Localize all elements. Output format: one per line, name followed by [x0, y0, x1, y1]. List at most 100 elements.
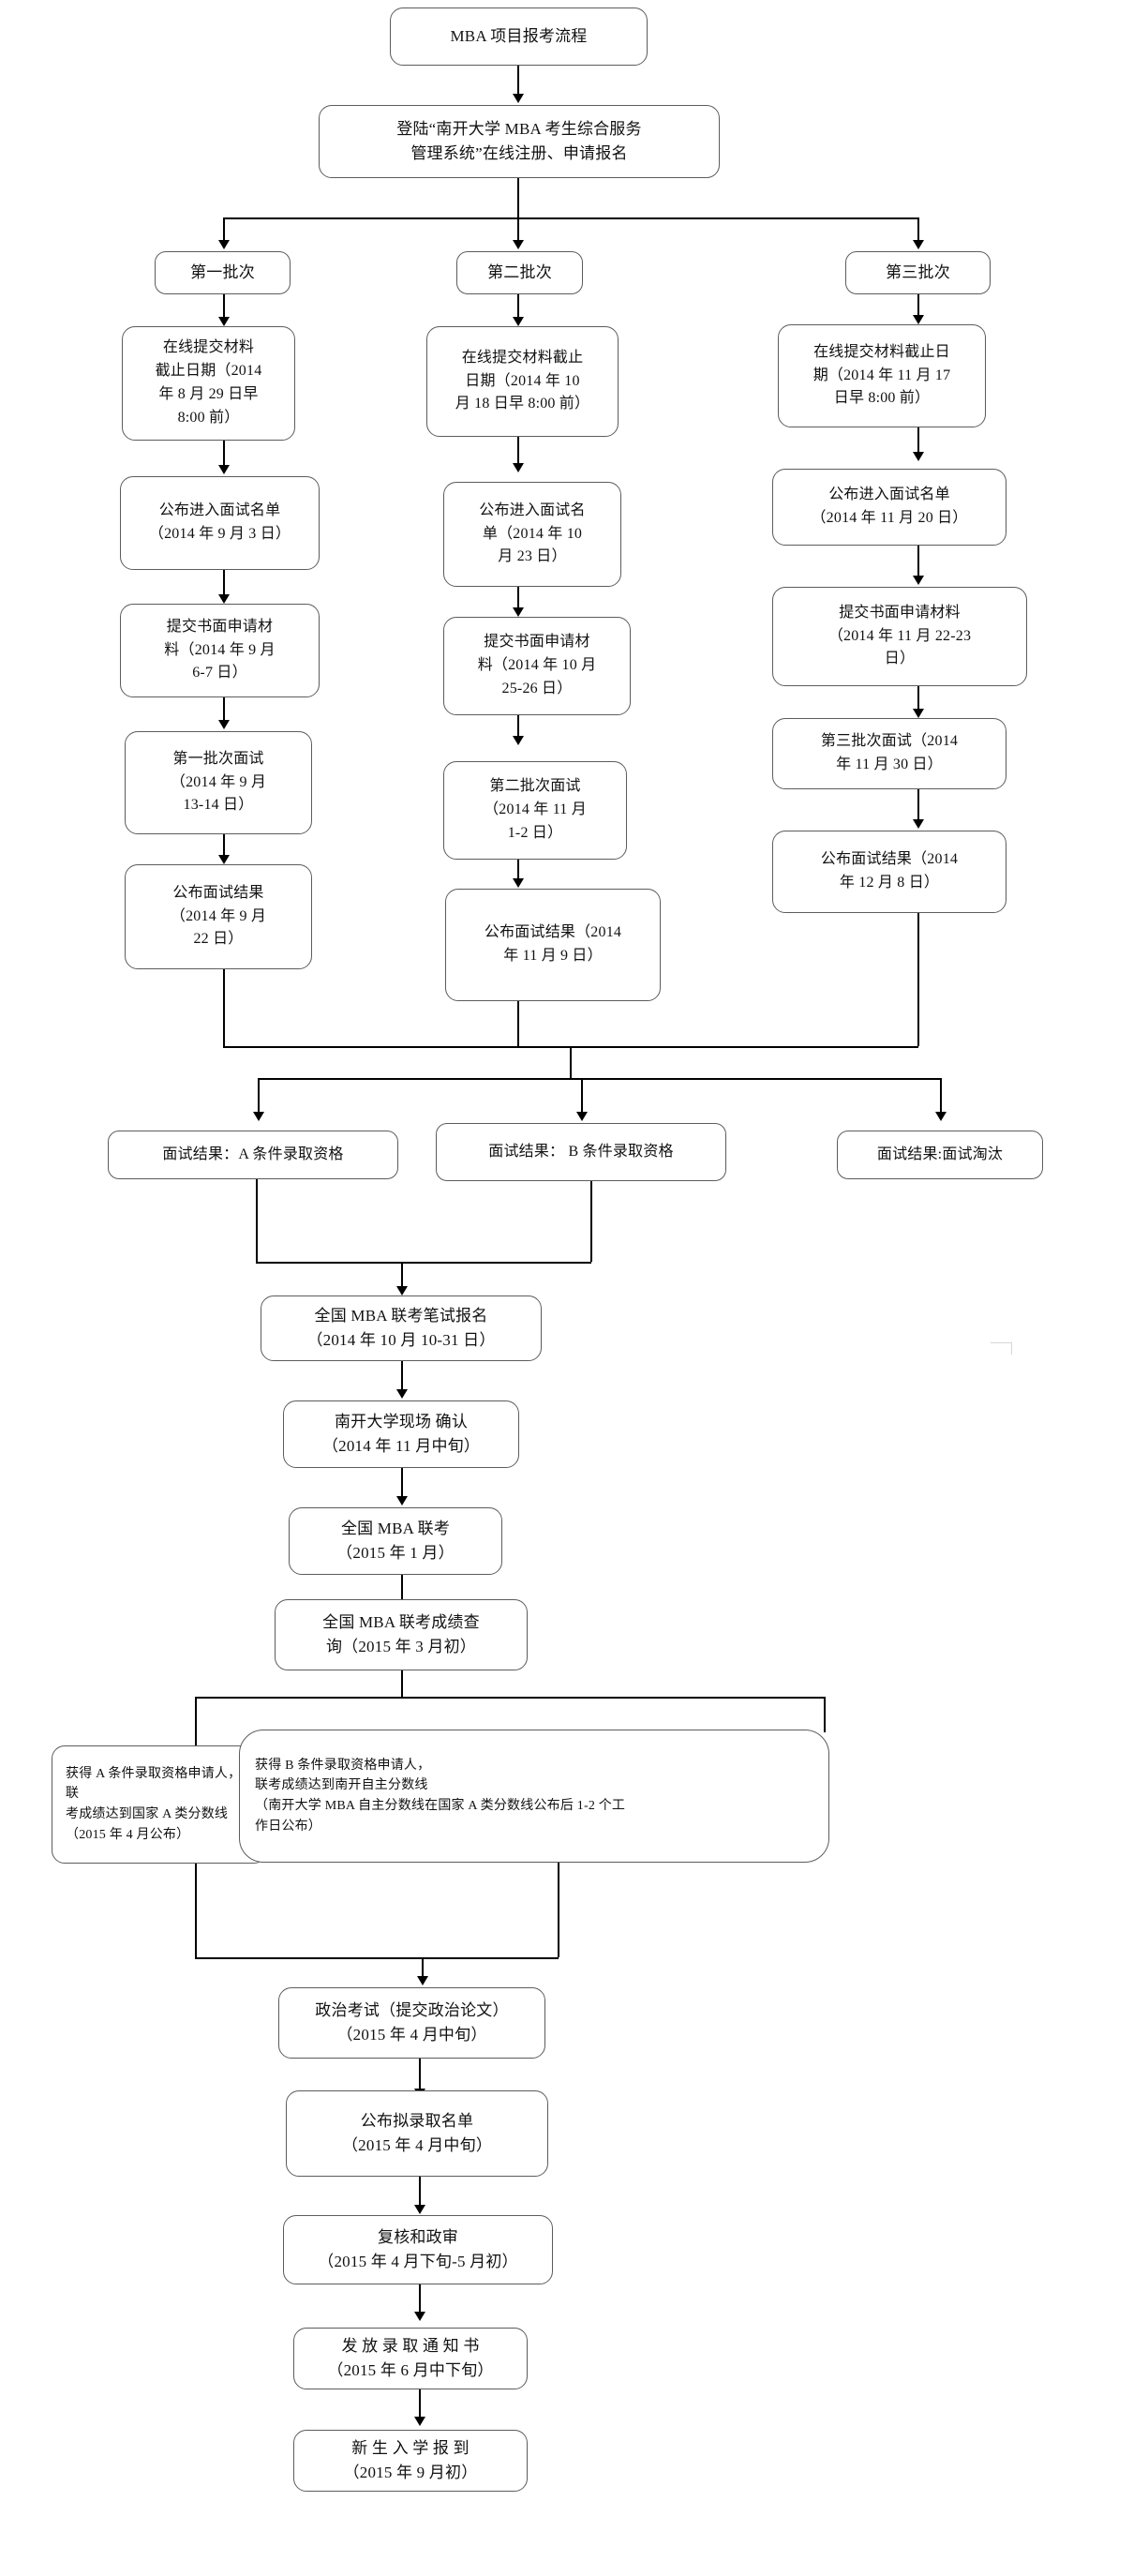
- arrowhead-b1-submit: [218, 317, 230, 326]
- connector-condb-down: [558, 1863, 559, 1957]
- connector-bus-to-condb: [824, 1697, 826, 1732]
- connector-notice-to-enroll: [419, 2389, 421, 2423]
- connector-b3-label-to-submit: [917, 294, 919, 321]
- connector-ab-merge-down: [401, 1262, 403, 1292]
- node-politics-exam[interactable]: 政治考试（提交政治论文） （2015 年 4 月中旬）: [278, 1987, 545, 2059]
- node-b2-list[interactable]: 公布进入面试名 单（2014 年 10 月 23 日）: [443, 482, 621, 587]
- connector-bus-to-batch1: [223, 217, 225, 246]
- connector-score-down: [401, 1670, 403, 1697]
- connector-bus-to-resa: [258, 1078, 260, 1117]
- stray-mark: [991, 1342, 1012, 1355]
- connector-merge-down: [570, 1046, 572, 1078]
- node-batch1-label[interactable]: 第一批次: [155, 251, 291, 294]
- connector-b1-list-to-paper: [223, 570, 225, 600]
- connector-cond-merge-bar: [195, 1957, 559, 1959]
- connector-b2-label-to-submit: [517, 294, 519, 322]
- connector-bus-to-batch2: [517, 217, 519, 246]
- connector-b3-result-down: [917, 913, 919, 1046]
- node-admit-list[interactable]: 公布拟录取名单 （2015 年 4 月中旬）: [286, 2090, 548, 2177]
- node-review[interactable]: 复核和政审 （2015 年 4 月下旬-5 月初）: [283, 2215, 553, 2284]
- node-national-exam[interactable]: 全国 MBA 联考 （2015 年 1 月）: [289, 1507, 502, 1575]
- arrowhead-b3-result: [913, 819, 924, 829]
- arrowhead-politics: [417, 1976, 428, 1985]
- connector-signup-to-confirm: [401, 1361, 403, 1395]
- node-condition-b[interactable]: 获得 B 条件录取资格申请人， 联考成绩达到南开自主分数线 （南开大学 MBA …: [239, 1730, 829, 1863]
- connector-b2-paper-to-interview: [517, 715, 519, 741]
- node-b3-submit[interactable]: 在线提交材料截止日 期（2014 年 11 月 17 日早 8:00 前）: [778, 324, 986, 427]
- node-b1-interview[interactable]: 第一批次面试 （2014 年 9 月 13-14 日）: [125, 731, 312, 834]
- node-b1-result[interactable]: 公布面试结果 （2014 年 9 月 22 日）: [125, 864, 312, 969]
- arrowhead-b3-paper: [913, 576, 924, 585]
- node-result-a[interactable]: 面试结果：A 条件录取资格: [108, 1131, 398, 1179]
- connector-b3-list-to-paper: [917, 546, 919, 583]
- node-b2-paper[interactable]: 提交书面申请材 料（2014 年 10 月 25-26 日）: [443, 617, 631, 715]
- connector-b1-interview-to-result: [223, 834, 225, 861]
- node-register[interactable]: 登陆“南开大学 MBA 考生综合服务 管理系统”在线注册、申请报名: [319, 105, 720, 178]
- connector-b2-result-down: [517, 1001, 519, 1046]
- node-result-b[interactable]: 面试结果： B 条件录取资格: [436, 1123, 726, 1181]
- connector-batch-bus: [223, 217, 918, 219]
- node-onsite-confirm[interactable]: 南开大学现场 确认 （2014 年 11 月中旬）: [283, 1400, 519, 1468]
- arrowhead-b2-submit: [513, 317, 524, 326]
- connector-b3-paper-to-interview: [917, 686, 919, 716]
- connector-bus-to-conda: [195, 1697, 197, 1755]
- node-admission-notice[interactable]: 发 放 录 取 通 知 书 （2015 年 6 月中下旬）: [293, 2328, 528, 2389]
- node-batch3-label[interactable]: 第三批次: [845, 251, 991, 294]
- arrowhead-b2-paper: [513, 607, 524, 617]
- node-national-signup[interactable]: 全国 MBA 联考笔试报名 （2014 年 10 月 10-31 日）: [261, 1295, 542, 1361]
- node-b3-interview[interactable]: 第三批次面试（2014 年 11 月 30 日）: [772, 718, 1006, 789]
- connector-bus-to-resout: [940, 1078, 942, 1117]
- arrowhead-confirm: [396, 1389, 408, 1399]
- arrowhead-resout: [935, 1112, 947, 1121]
- connector-b2-list-to-paper: [517, 587, 519, 613]
- node-b1-submit[interactable]: 在线提交材料 截止日期（2014 年 8 月 29 日早 8:00 前）: [122, 326, 295, 441]
- arrowhead-review: [414, 2205, 425, 2214]
- node-score-query[interactable]: 全国 MBA 联考成绩查 询（2015 年 3 月初）: [275, 1599, 528, 1670]
- node-enrollment[interactable]: 新 生 入 学 报 到 （2015 年 9 月初）: [293, 2430, 528, 2492]
- node-b2-submit[interactable]: 在线提交材料截止 日期（2014 年 10 月 18 日早 8:00 前）: [426, 326, 619, 437]
- node-b1-list[interactable]: 公布进入面试名单 （2014 年 9 月 3 日）: [120, 476, 320, 570]
- arrowhead-b2-result: [513, 878, 524, 888]
- connector-ab-merge-bar: [256, 1262, 591, 1264]
- arrowhead-b1-list: [218, 465, 230, 474]
- node-b2-interview[interactable]: 第二批次面试 （2014 年 11 月 1-2 日）: [443, 761, 627, 860]
- connector-bus-to-resb: [581, 1078, 583, 1117]
- arrowhead-b2-interview: [513, 736, 524, 745]
- connector-register-down: [517, 178, 519, 217]
- node-b3-paper[interactable]: 提交书面申请材料 （2014 年 11 月 22-23 日）: [772, 587, 1027, 686]
- connector-b1-result-down: [223, 969, 225, 1046]
- arrowhead-b1-result: [218, 855, 230, 864]
- arrowhead-b3-list: [913, 452, 924, 461]
- node-b1-paper[interactable]: 提交书面申请材 料（2014 年 9 月 6-7 日）: [120, 604, 320, 697]
- node-b3-list[interactable]: 公布进入面试名单 （2014 年 11 月 20 日）: [772, 469, 1006, 546]
- connector-b3-submit-to-list: [917, 427, 919, 457]
- connector-start-to-register: [517, 66, 519, 99]
- connector-b3-interview-to-result: [917, 789, 919, 827]
- arrowhead-resb: [576, 1112, 588, 1121]
- connector-b1-label-to-submit: [223, 294, 225, 322]
- arrowhead-batch1: [218, 240, 230, 249]
- connector-admitlist-to-review: [419, 2177, 421, 2210]
- connector-b2-submit-to-list: [517, 437, 519, 469]
- connector-confirm-to-exam: [401, 1468, 403, 1502]
- arrowhead-b1-paper: [218, 594, 230, 604]
- arrowhead-exam: [396, 1496, 408, 1505]
- node-condition-a[interactable]: 获得 A 条件录取资格申请人，联 考成绩达到国家 A 类分数线 （2015 年 …: [52, 1745, 267, 1864]
- node-batch2-label[interactable]: 第二批次: [456, 251, 583, 294]
- node-b2-result[interactable]: 公布面试结果（2014 年 11 月 9 日）: [445, 889, 661, 1001]
- connector-b1-submit-to-list: [223, 441, 225, 471]
- connector-conda-down: [195, 1864, 197, 1957]
- node-result-eliminated[interactable]: 面试结果:面试淘汰: [837, 1131, 1043, 1179]
- node-start[interactable]: MBA 项目报考流程: [390, 7, 648, 66]
- arrowhead-enroll: [414, 2417, 425, 2426]
- connector-outcome-bus: [258, 1078, 940, 1080]
- connector-cond-merge-down: [422, 1957, 424, 1982]
- node-b3-result[interactable]: 公布面试结果（2014 年 12 月 8 日）: [772, 831, 1006, 913]
- arrowhead-batch2: [513, 240, 524, 249]
- arrowhead-notice: [414, 2312, 425, 2321]
- arrowhead-national-signup: [396, 1286, 408, 1295]
- connector-resa-down: [256, 1179, 258, 1262]
- arrowhead-b1-interview: [218, 720, 230, 729]
- arrowhead-b2-list: [513, 463, 524, 472]
